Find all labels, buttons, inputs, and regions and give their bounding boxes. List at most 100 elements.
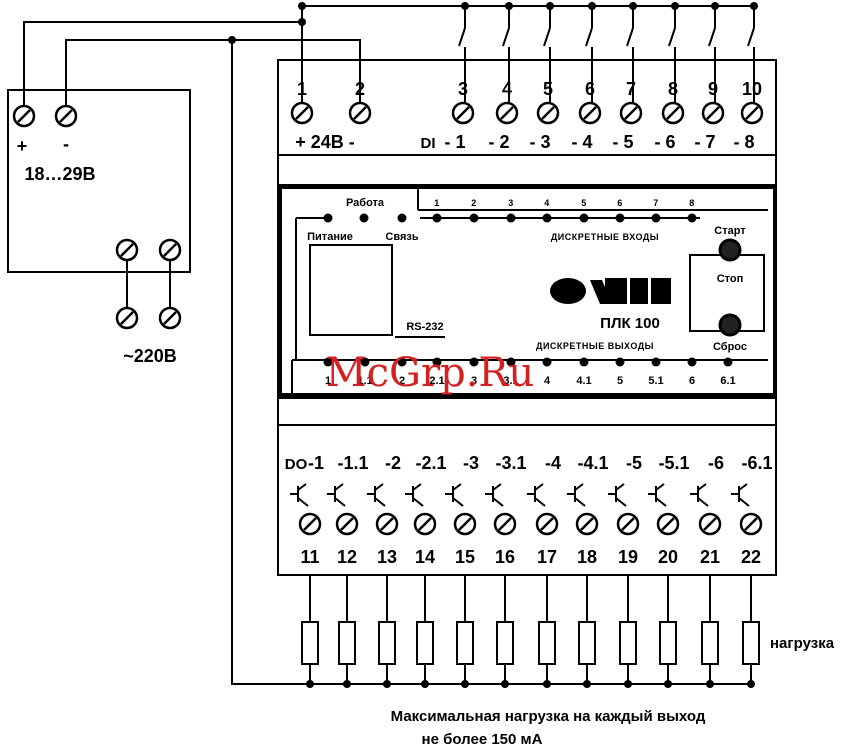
transistor-icon — [485, 483, 504, 507]
top-screw-terminal-icon — [495, 101, 519, 125]
do-led-indicator — [651, 357, 661, 367]
load-resistor-icon — [301, 621, 319, 665]
mains-input-terminal-icon — [158, 306, 182, 330]
ps-mains-terminal-icon — [158, 238, 182, 262]
switch-bus-junction — [505, 2, 513, 10]
do-led-number: 3.1 — [503, 375, 518, 387]
transistor-icon — [648, 483, 667, 507]
ps-voltage-range: 18…29В — [24, 164, 95, 184]
do-terminal-label: -4.1 — [577, 453, 608, 473]
input-switch-icon — [708, 27, 716, 47]
output-screw-terminal-icon — [698, 512, 722, 536]
do-led-number: 1 — [325, 375, 331, 387]
junction-dot — [747, 680, 755, 688]
junction-dot — [298, 18, 306, 26]
do-led-number: 2.1 — [429, 375, 444, 387]
transistor-icon — [731, 483, 750, 507]
led-link-label: Связь — [385, 231, 418, 243]
do-led-number: 6 — [689, 375, 695, 387]
mains-input-terminal-icon — [115, 306, 139, 330]
do-led-number: 2 — [399, 375, 405, 387]
output-screw-terminal-icon — [298, 512, 322, 536]
switch-bus-junction — [629, 2, 637, 10]
do-led-indicator — [579, 357, 589, 367]
di-terminal-label: - 6 — [654, 132, 675, 152]
bottom-terminal-number: 11 — [300, 547, 319, 567]
bottom-terminal-number: 21 — [700, 547, 720, 567]
di-led-indicator — [469, 213, 479, 223]
input-switch-icon — [585, 27, 593, 47]
junction-dot — [306, 680, 314, 688]
load-resistor-icon — [538, 621, 556, 665]
bottom-terminal-number: 12 — [337, 547, 357, 567]
top-terminal-number: 1 — [297, 79, 307, 99]
transistor-icon — [445, 483, 464, 507]
bottom-terminal-number: 14 — [415, 547, 435, 567]
junction-dot — [228, 36, 236, 44]
input-switch-icon — [668, 27, 676, 47]
junction-dot — [501, 680, 509, 688]
do-terminal-label: -1 — [308, 453, 324, 473]
do-led-indicator — [397, 357, 407, 367]
do-terminal-label: -3 — [463, 453, 479, 473]
output-screw-terminal-icon — [335, 512, 359, 536]
switch-bus-junction — [588, 2, 596, 10]
start-label: Старт — [714, 225, 746, 237]
do-terminal-label: -2 — [385, 453, 401, 473]
owen-logo-icon — [550, 278, 671, 304]
di-led-indicator — [651, 213, 661, 223]
top-screw-terminal-icon — [740, 101, 764, 125]
output-screw-terminal-icon — [453, 512, 477, 536]
do-led-number: 6.1 — [720, 375, 735, 387]
load-resistor-icon — [496, 621, 514, 665]
do-led-indicator — [432, 357, 442, 367]
junction-dot — [543, 680, 551, 688]
rs232-label: RS-232 — [406, 321, 443, 333]
junction-dot — [664, 680, 672, 688]
top-screw-terminal-icon — [348, 101, 372, 125]
transistor-icon — [567, 483, 586, 507]
start-stop-button[interactable] — [718, 238, 742, 262]
reset-button[interactable] — [718, 313, 742, 337]
status-led — [323, 213, 333, 223]
di-prefix-label: DI — [421, 135, 436, 152]
top-terminal-number: 9 — [708, 79, 718, 99]
transistor-icon — [327, 483, 346, 507]
switch-bus-junction — [750, 2, 758, 10]
reset-label: Сброс — [713, 341, 747, 353]
input-switch-icon — [502, 27, 510, 47]
ps-mains-terminal-icon — [115, 238, 139, 262]
do-terminal-label: -5.1 — [658, 453, 689, 473]
transistor-icon — [608, 483, 627, 507]
input-switch-icon — [626, 27, 634, 47]
do-led-number: 3 — [471, 375, 477, 387]
do-terminal-label: -5 — [626, 453, 642, 473]
di-led-number: 5 — [581, 198, 587, 208]
output-screw-terminal-icon — [656, 512, 680, 536]
transistor-icon — [367, 483, 386, 507]
max-load-note: Максимальная нагрузка на каждый выход — [391, 708, 706, 725]
di-led-number: 6 — [617, 198, 623, 208]
top-screw-terminal-icon — [619, 101, 643, 125]
ps-plus-wire — [23, 21, 302, 106]
di-terminal-label: - 5 — [612, 132, 633, 152]
do-led-indicator — [360, 357, 370, 367]
junction-dot — [706, 680, 714, 688]
top-terminal-number: 6 — [585, 79, 595, 99]
junction-dot — [421, 680, 429, 688]
load-resistor-icon — [701, 621, 719, 665]
junction-dot — [343, 680, 351, 688]
di-terminal-label: - 4 — [571, 132, 592, 152]
load-resistor-icon — [619, 621, 637, 665]
output-screw-terminal-icon — [616, 512, 640, 536]
di-terminal-label: - 7 — [694, 132, 715, 152]
top-terminal-number: 8 — [668, 79, 678, 99]
do-led-number: 5.1 — [648, 375, 663, 387]
do-terminal-label: -1.1 — [337, 453, 368, 473]
load-resistor-icon — [338, 621, 356, 665]
bottom-terminal-number: 20 — [658, 547, 678, 567]
load-resistor-icon — [456, 621, 474, 665]
di-led-number: 3 — [508, 198, 514, 208]
do-led-indicator — [687, 357, 697, 367]
